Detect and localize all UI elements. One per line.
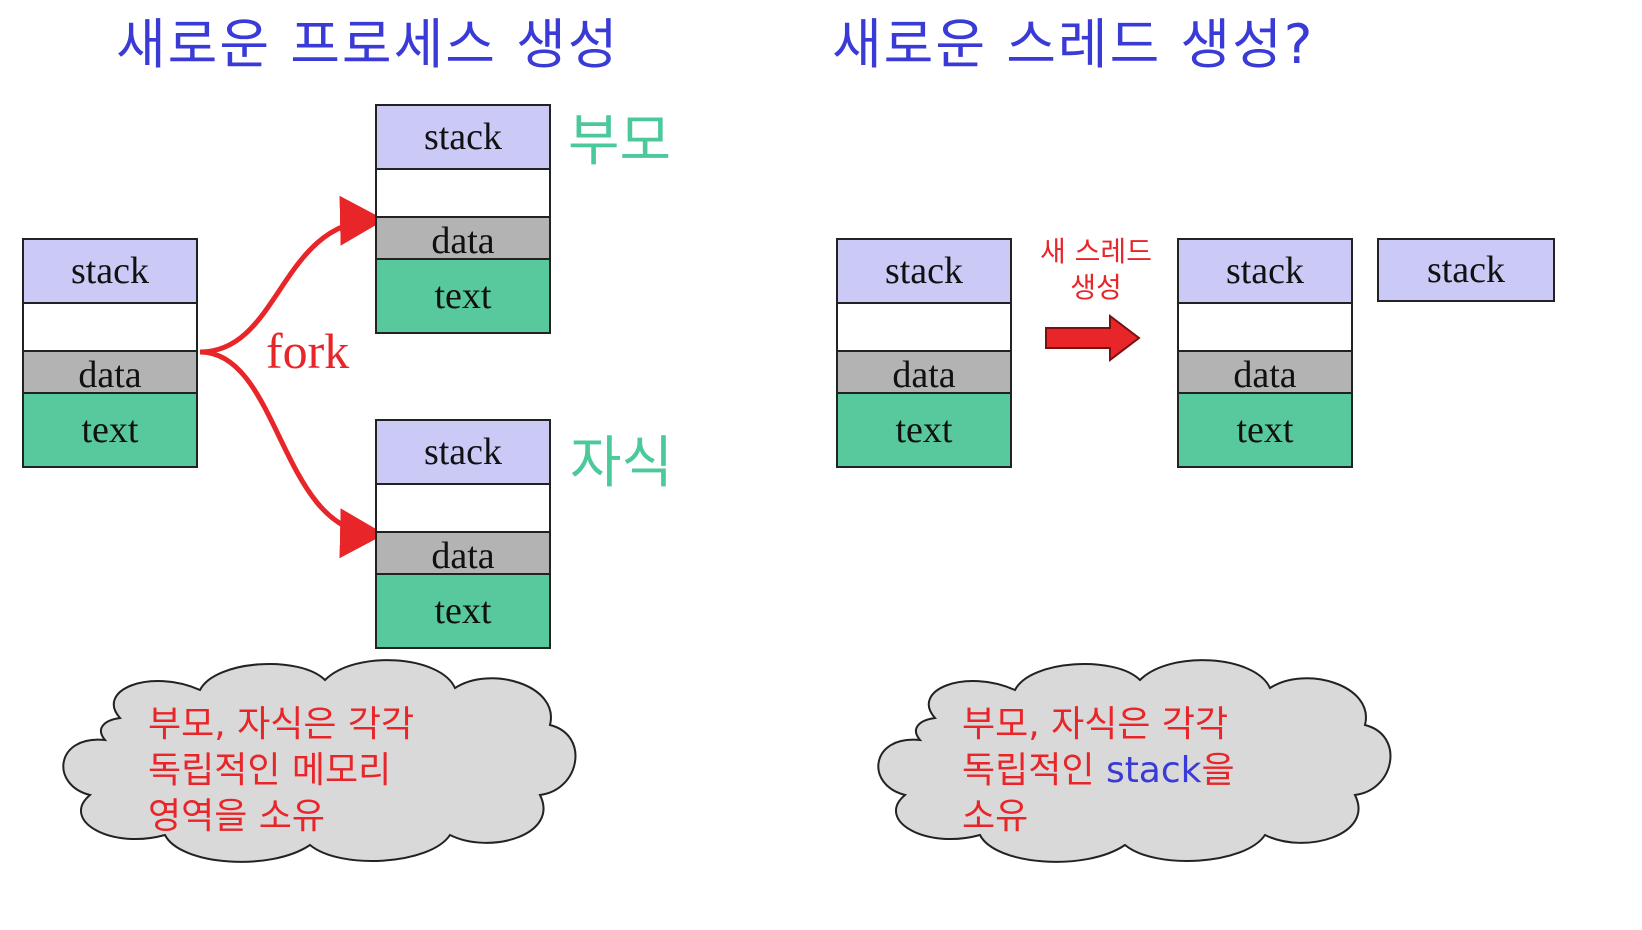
threaded-process-memory: stack data text — [1177, 238, 1353, 468]
fork-label: fork — [266, 323, 350, 379]
thread-arrow — [1045, 313, 1141, 363]
text-segment: text — [377, 260, 549, 332]
text-segment: text — [24, 394, 196, 466]
data-segment: data — [1179, 352, 1351, 396]
stack-segment: stack — [377, 106, 549, 170]
right-title: 새로운 스레드 생성? — [832, 13, 1315, 76]
right-cloud — [877, 659, 1392, 863]
right-cloud-text: 부모, 자식은 각각 독립적인 stack을 소유 — [962, 702, 1235, 840]
left-title: 새로운 프로세스 생성 — [116, 13, 620, 76]
left-cloud-text: 부모, 자식은 각각 독립적인 메모리 영역을 소유 — [148, 702, 414, 840]
right-cloud-line2-suffix: 을 — [1201, 750, 1235, 791]
right-cloud-line1: 부모, 자식은 각각 — [962, 704, 1229, 745]
parent-process-memory: stack data text — [22, 238, 198, 468]
stack-segment: stack — [1179, 240, 1351, 304]
new-thread-label-line2: 생성 — [1070, 271, 1122, 304]
stack-segment: stack — [377, 421, 549, 485]
child-label: 자식 — [570, 431, 674, 496]
text-segment: text — [1179, 394, 1351, 466]
left-cloud-line3: 영역을 소유 — [148, 796, 326, 837]
data-segment: data — [24, 352, 196, 396]
fork-arrow-child — [199, 349, 385, 559]
left-cloud — [62, 659, 577, 863]
right-cloud-line2-prefix: 독립적인 — [962, 750, 1106, 791]
new-thread-stack: stack — [1377, 238, 1555, 302]
data-segment: data — [377, 533, 549, 577]
text-segment: text — [377, 575, 549, 647]
left-cloud-line1: 부모, 자식은 각각 — [148, 704, 415, 745]
parent-copy-memory: stack data text — [375, 104, 551, 334]
heap-gap-segment — [1179, 304, 1351, 352]
data-segment: data — [838, 352, 1010, 396]
new-thread-label: 새 스레드 생성 — [1016, 234, 1176, 306]
left-cloud-line2: 독립적인 메모리 — [148, 750, 392, 791]
heap-gap-segment — [838, 304, 1010, 352]
right-cloud-line2: 독립적인 stack을 — [962, 748, 1235, 794]
heap-gap-segment — [377, 485, 549, 533]
heap-gap-segment — [24, 304, 196, 352]
new-thread-label-line1: 새 스레드 — [1040, 235, 1152, 268]
child-copy-memory: stack data text — [375, 419, 551, 649]
fork-arrow-parent — [199, 195, 385, 355]
heap-gap-segment — [377, 170, 549, 218]
stack-segment: stack — [838, 240, 1010, 304]
text-segment: text — [838, 394, 1010, 466]
right-cloud-stack-highlight: stack — [1105, 750, 1202, 791]
right-cloud-line3: 소유 — [962, 796, 1029, 837]
parent-label: 부모 — [568, 109, 672, 174]
original-process-memory: stack data text — [836, 238, 1012, 468]
data-segment: data — [377, 218, 549, 262]
stack-segment: stack — [24, 240, 196, 304]
